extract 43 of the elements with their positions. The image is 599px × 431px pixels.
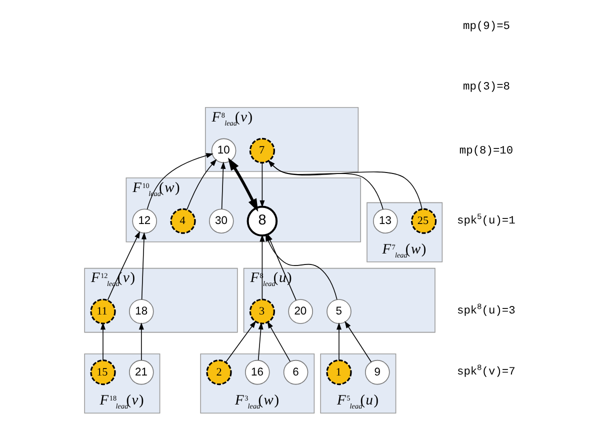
label: spk$^{8}$(u)=3 <box>456 303 515 318</box>
node-circle: 9 <box>364 360 390 385</box>
label: mp(8)=10 <box>458 146 513 158</box>
node-circle: 13 <box>372 208 398 234</box>
arrow <box>138 322 144 360</box>
arrow <box>224 320 256 363</box>
node-circle: 4 <box>170 208 196 234</box>
arrow <box>266 321 290 362</box>
node-circle: 10 <box>210 138 236 164</box>
node-circle: 6 <box>282 360 308 385</box>
arrow <box>146 153 213 210</box>
arrow <box>267 160 422 210</box>
arrow <box>259 234 264 300</box>
arrow <box>106 231 140 301</box>
node-circle: 30 <box>208 208 234 234</box>
arrow <box>140 232 146 300</box>
node-circle: 5 <box>326 299 351 324</box>
node-circle: 12 <box>132 208 156 234</box>
arrow <box>100 322 106 360</box>
label: spk$^{5}$(u)=1 <box>456 212 515 228</box>
node-circle: 7 <box>248 138 274 164</box>
node-circle: 1 <box>326 360 352 386</box>
node-circle: 8 <box>246 206 278 236</box>
label: mp(3)=8 <box>462 82 510 94</box>
arrow <box>186 158 216 210</box>
arrow <box>267 160 383 210</box>
label: mp(9)=5 <box>462 20 510 33</box>
arrow <box>344 320 372 362</box>
arrow <box>220 162 226 210</box>
node-circle: 18 <box>128 299 154 324</box>
node-circle: 25 <box>410 208 436 234</box>
node-circle: 15 <box>90 360 116 386</box>
arrow <box>227 158 258 212</box>
arrow <box>259 162 264 208</box>
node-circle: 20 <box>288 299 312 324</box>
label: spk$^{8}$(v)=7 <box>456 364 515 378</box>
arrow <box>336 322 342 360</box>
node-circle: 2 <box>206 360 232 386</box>
arrow <box>257 322 263 360</box>
node-circle: 11 <box>90 298 116 324</box>
node-circle: 3 <box>248 298 274 324</box>
node-circle: 21 <box>128 360 154 385</box>
node-circle: 16 <box>244 360 270 385</box>
